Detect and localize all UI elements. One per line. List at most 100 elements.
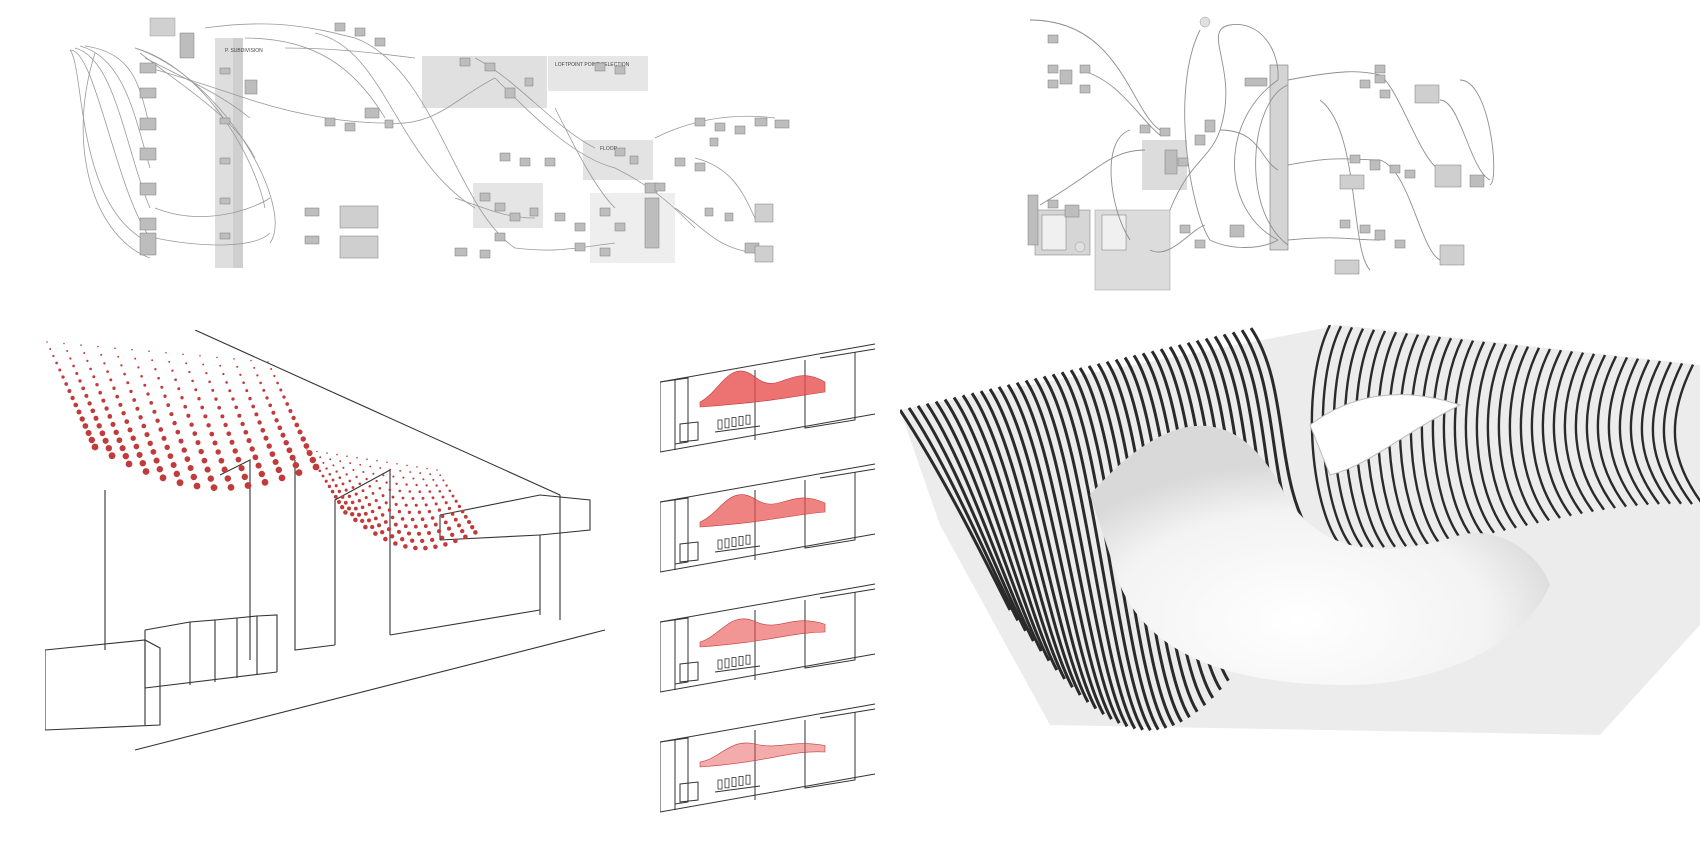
ceiling-point [316,450,318,453]
ceiling-point [340,505,345,510]
ceiling-point [214,397,218,401]
ceiling-point [254,412,259,417]
ceiling-point [69,357,72,360]
fin [1607,356,1638,507]
ceiling-point [342,466,345,469]
ceiling-point [136,451,143,458]
fin [1508,346,1539,524]
ceiling-point [223,422,228,428]
ceiling-point [210,484,218,491]
ceiling-point [423,545,428,551]
ceiling-point [352,468,355,472]
group-label: FLOOR [600,146,618,152]
ceiling-point [81,386,86,391]
furniture-block [717,659,723,670]
ceiling-point [216,356,218,359]
ceiling-point [76,409,82,415]
fin [997,386,1098,710]
fin [1060,371,1152,731]
ceiling-point [329,458,332,461]
ceiling-point [340,495,345,499]
ceiling-surface [699,618,826,648]
ceiling-point [187,464,194,472]
ceiling-point [318,469,322,473]
ceiling-surface [699,742,826,768]
ceiling-point [416,466,418,468]
ceiling-point [445,484,448,487]
ceiling-point [106,370,109,373]
ceiling-point [442,479,445,482]
ceiling-point [297,429,303,435]
ceiling-point [400,537,405,542]
section-variant [660,463,876,573]
ceiling-point [265,396,269,400]
ceiling-point [388,488,392,492]
ceiling-point [193,482,201,490]
ceiling-point [131,348,133,351]
ceiling-point [234,405,239,410]
ceiling-point [259,381,262,385]
ceiling-point [107,414,113,419]
ceiling-point [411,496,415,500]
ceiling-point [168,360,171,363]
ceiling-point [385,481,388,484]
ceiling-point [377,506,382,510]
furniture-block [738,776,744,786]
ceiling-point [189,422,194,427]
ceiling-point [360,518,365,524]
ceiling-point [416,531,422,536]
ceiling-point [80,344,82,346]
ceiling-point [430,516,435,520]
ceiling-point [413,545,418,551]
ceiling-point [415,483,418,487]
fin [952,396,1059,671]
ceiling-point [49,348,52,350]
ceiling-point [428,490,432,493]
ceiling-point [110,421,116,427]
ceiling-point [101,398,106,403]
ceiling-point [406,531,412,536]
ceiling-point [151,359,154,362]
ceiling-point [140,374,143,378]
ceiling-point [326,452,328,454]
furniture-block [724,658,730,669]
ceiling-point [141,423,147,429]
ceiling-point [336,453,338,456]
ceiling-point [322,461,325,464]
fin [1618,358,1649,506]
ceiling-point [430,537,435,543]
ceiling-point [273,374,276,378]
ceiling-point [390,515,395,520]
section-line [819,588,876,599]
ceiling-point [157,376,160,380]
ceiling-point [227,484,235,491]
upper-opening [1309,394,1462,476]
ceiling-point [306,449,313,457]
ceiling-point [295,469,303,476]
ceiling-point [152,409,157,414]
ceiling-point [220,414,225,419]
ceiling-point-cloud-front [46,341,320,491]
ceiling-point [55,361,58,365]
ceiling-point [282,395,286,399]
ceiling-point [165,352,167,354]
wire-bundle [69,23,776,259]
ceiling-point [64,382,69,386]
fin [907,407,1020,622]
ceiling-point [148,350,150,352]
ceiling-point [397,509,402,514]
ceiling-point [142,468,150,475]
node-graph-right [1027,16,1495,291]
ceiling-point [381,494,385,498]
ceiling-point [446,526,452,531]
ceiling-point [85,429,92,437]
ceiling-point [343,500,348,505]
ceiling-point [440,514,445,519]
ceiling-point [294,422,300,428]
ceiling-point [154,368,157,371]
ceiling-point [277,425,283,431]
ceiling-point [376,523,382,528]
ceiling-point [466,519,472,525]
fin [1640,360,1671,505]
ceiling-point [258,470,266,478]
